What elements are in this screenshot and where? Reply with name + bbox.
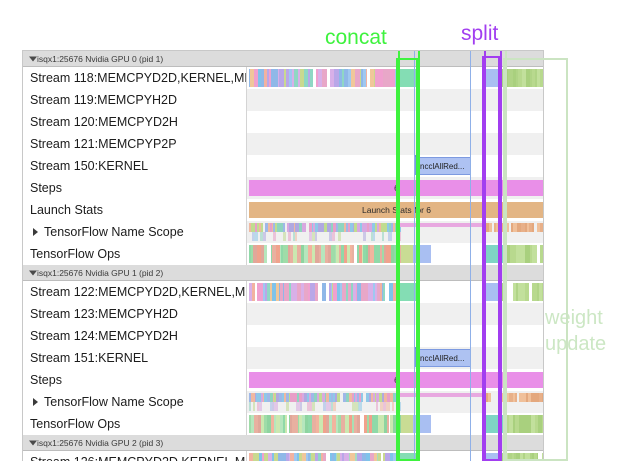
trace-row-label[interactable]: Stream 151:KERNEL xyxy=(23,347,247,369)
trace-row[interactable]: Stream 123:MEMCPYH2D xyxy=(23,303,543,325)
trace-row-track[interactable] xyxy=(247,303,543,325)
trace-row[interactable]: Stream 126:MEMCPYD2D,KERNEL,MI xyxy=(23,451,543,461)
trace-row-label[interactable]: Stream 122:MEMCPYD2D,KERNEL,MI xyxy=(23,281,247,303)
trace-row-label[interactable]: Stream 119:MEMCPYH2D xyxy=(23,89,247,111)
trace-row[interactable]: Stream 118:MEMCPYD2D,KERNEL,ME xyxy=(23,67,543,89)
trace-row-label[interactable]: Stream 150:KERNEL xyxy=(23,155,247,177)
trace-row-label[interactable]: Launch Stats xyxy=(23,199,247,221)
highlight-rect-concat xyxy=(396,58,418,461)
trace-row-label-text: TensorFlow Name Scope xyxy=(44,225,184,239)
trace-row[interactable]: Stream 122:MEMCPYD2D,KERNEL,MI xyxy=(23,281,543,303)
trace-row-track[interactable] xyxy=(247,281,543,303)
trace-row-label-text: Stream 123:MEMCPYH2D xyxy=(30,307,178,321)
trace-row-label[interactable]: TensorFlow Ops xyxy=(23,243,247,265)
chevron-down-icon[interactable] xyxy=(29,270,37,275)
annotation-split: split xyxy=(461,22,499,45)
trace-row-track[interactable] xyxy=(247,89,543,111)
trace-row-label-text: Stream 120:MEMCPYD2H xyxy=(30,115,178,129)
group-header-gpu-1[interactable]: isqx1:25676 Nvidia GPU 1 (pid 2) xyxy=(23,265,543,281)
trace-row[interactable]: TensorFlow Name Scope xyxy=(23,221,543,243)
guide-line-weight-update-left xyxy=(505,51,507,461)
trace-row-track[interactable] xyxy=(247,221,543,243)
trace-row[interactable]: Stream 151:KERNEL ncclAllRed... xyxy=(23,347,543,369)
trace-row-label[interactable]: Steps xyxy=(23,177,247,199)
guide-line-split-right xyxy=(500,51,502,461)
trace-row-label-text: TensorFlow Ops xyxy=(30,417,121,431)
trace-row-label[interactable]: Stream 124:MEMCPYD2H xyxy=(23,325,247,347)
group-header-label: isqx1:25676 Nvidia GPU 0 (pid 1) xyxy=(37,53,164,64)
chevron-down-icon[interactable] xyxy=(29,440,37,445)
trace-row-label[interactable]: Stream 120:MEMCPYD2H xyxy=(23,111,247,133)
trace-row[interactable]: TensorFlow Ops xyxy=(23,413,543,435)
trace-row-label[interactable]: Stream 118:MEMCPYD2D,KERNEL,ME xyxy=(23,67,247,89)
nccl-allreduce-block[interactable]: ncclAllRed... xyxy=(415,157,471,175)
trace-row-label-text: TensorFlow Name Scope xyxy=(44,395,184,409)
guide-line-concat-right xyxy=(418,51,420,461)
highlight-rect-weight-update xyxy=(503,58,568,461)
trace-row-label[interactable]: Stream 126:MEMCPYD2D,KERNEL,MI xyxy=(23,451,247,461)
chevron-right-icon[interactable] xyxy=(33,228,38,236)
trace-row-label-text: Stream 124:MEMCPYD2H xyxy=(30,329,178,343)
trace-row-track[interactable] xyxy=(247,133,543,155)
trace-row-label-text: Launch Stats xyxy=(30,203,103,217)
trace-row[interactable]: TensorFlow Name Scope xyxy=(23,391,543,413)
group-header-label: isqx1:25676 Nvidia GPU 2 (pid 3) xyxy=(37,437,164,448)
chevron-right-icon[interactable] xyxy=(33,398,38,406)
trace-row-label-text: Stream 118:MEMCPYD2D,KERNEL,ME xyxy=(30,71,247,85)
trace-row-label-text: Stream 150:KERNEL xyxy=(30,159,149,173)
chevron-down-icon[interactable] xyxy=(29,56,37,61)
annotation-weight-update: weight update xyxy=(545,305,606,357)
trace-row[interactable]: Stream 150:KERNEL ncclAllRed... xyxy=(23,155,543,177)
trace-row-label-text: Stream 121:MEMCPYP2P xyxy=(30,137,177,151)
trace-row[interactable]: Stream 124:MEMCPYD2H xyxy=(23,325,543,347)
trace-rows-container: isqx1:25676 Nvidia GPU 0 (pid 1) Stream 1… xyxy=(23,51,543,461)
trace-row-label-text: Steps xyxy=(30,373,62,387)
trace-row-label[interactable]: TensorFlow Ops xyxy=(23,413,247,435)
trace-row-label[interactable]: TensorFlow Name Scope xyxy=(23,391,247,413)
trace-row[interactable]: Stream 121:MEMCPYP2P xyxy=(23,133,543,155)
trace-row-track[interactable] xyxy=(247,451,543,461)
group-header-gpu-2[interactable]: isqx1:25676 Nvidia GPU 2 (pid 3) xyxy=(23,435,543,451)
trace-row-label[interactable]: Stream 123:MEMCPYH2D xyxy=(23,303,247,325)
annotation-weight-update-line1: weight xyxy=(545,307,603,329)
trace-row-track[interactable]: ncclAllRed... xyxy=(247,155,543,177)
trace-row[interactable]: Stream 120:MEMCPYD2H xyxy=(23,111,543,133)
annotation-concat: concat xyxy=(325,26,387,49)
trace-viewer-panel[interactable]: isqx1:25676 Nvidia GPU 0 (pid 1) Stream 1… xyxy=(22,50,544,461)
guide-line-nccl-right xyxy=(470,51,471,461)
group-header-label: isqx1:25676 Nvidia GPU 1 (pid 2) xyxy=(37,267,164,278)
guide-line-nccl-left xyxy=(414,51,415,461)
trace-row-label[interactable]: TensorFlow Name Scope xyxy=(23,221,247,243)
trace-row-label-text: Stream 126:MEMCPYD2D,KERNEL,MI xyxy=(30,455,246,461)
trace-row-label-text: Stream 122:MEMCPYD2D,KERNEL,MI xyxy=(30,285,247,299)
trace-row-track[interactable]: ncclAllRed... xyxy=(247,347,543,369)
annotation-weight-update-line2: update xyxy=(545,333,607,355)
trace-row-label-text: Steps xyxy=(30,181,62,195)
trace-row-label[interactable]: Steps xyxy=(23,369,247,391)
highlight-rect-split xyxy=(482,56,500,461)
trace-row[interactable]: Stream 119:MEMCPYH2D xyxy=(23,89,543,111)
trace-row[interactable]: TensorFlow Ops xyxy=(23,243,543,265)
trace-row-label-text: Stream 119:MEMCPYH2D xyxy=(30,93,178,107)
guide-line-split-left xyxy=(484,51,486,461)
trace-row-label-text: Stream 151:KERNEL xyxy=(30,351,149,365)
guide-line-concat-left xyxy=(398,51,400,461)
nccl-allreduce-block[interactable]: ncclAllRed... xyxy=(415,349,471,367)
trace-row-label-text: TensorFlow Ops xyxy=(30,247,121,261)
group-header-gpu-0[interactable]: isqx1:25676 Nvidia GPU 0 (pid 1) xyxy=(23,51,543,67)
trace-row-label[interactable]: Stream 121:MEMCPYP2P xyxy=(23,133,247,155)
